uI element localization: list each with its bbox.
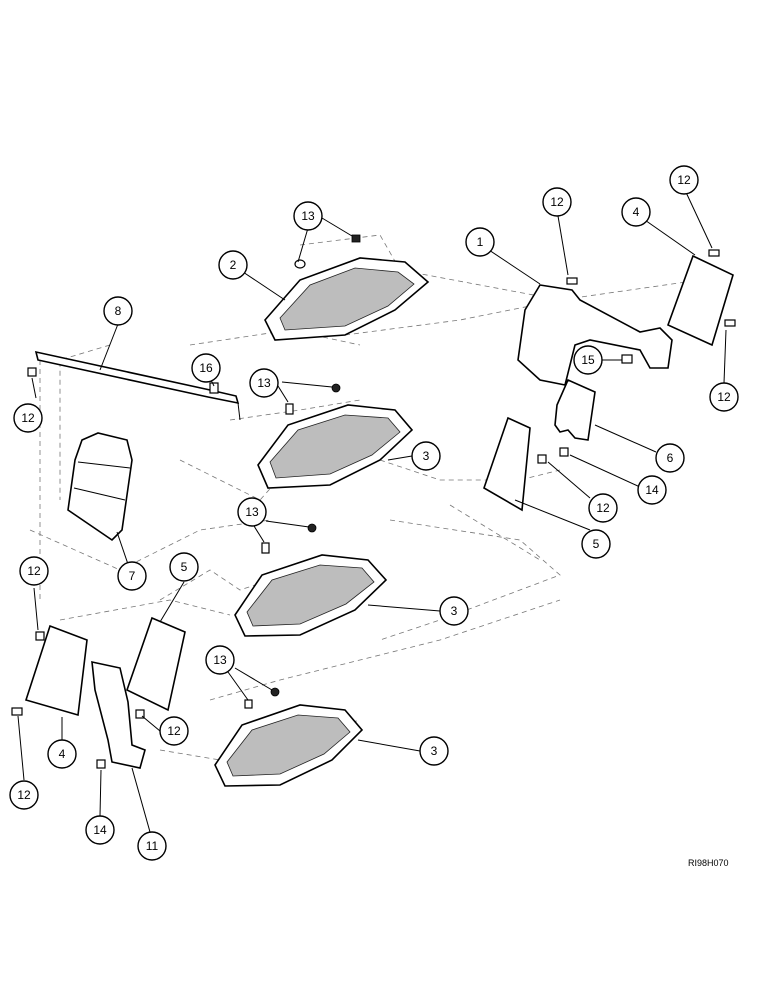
callout-13-d: 13 <box>205 645 235 675</box>
callout-3-c: 3 <box>419 736 449 766</box>
callout-12-b: 12 <box>669 165 699 195</box>
svg-text:15: 15 <box>581 353 595 367</box>
svg-text:13: 13 <box>213 653 227 667</box>
callout-13-b: 13 <box>249 368 279 398</box>
callout-15: 15 <box>573 345 603 375</box>
callout-7: 7 <box>117 561 147 591</box>
svg-text:3: 3 <box>451 604 458 618</box>
callout-12-a: 12 <box>542 187 572 217</box>
callout-2: 2 <box>218 250 248 280</box>
svg-text:14: 14 <box>93 823 107 837</box>
svg-text:6: 6 <box>667 451 674 465</box>
callout-4-a: 4 <box>621 197 651 227</box>
callout-8: 8 <box>103 296 133 326</box>
svg-text:3: 3 <box>431 744 438 758</box>
svg-text:2: 2 <box>230 258 237 272</box>
callout-14-a: 14 <box>637 475 667 505</box>
callout-5-b: 5 <box>169 552 199 582</box>
callout-13-c: 13 <box>237 497 267 527</box>
callout-5-a: 5 <box>581 529 611 559</box>
callout-4-b: 4 <box>47 739 77 769</box>
svg-text:11: 11 <box>146 839 159 853</box>
svg-text:13: 13 <box>301 209 315 223</box>
step-tread-part-3-b <box>234 554 388 637</box>
callout-12-c: 12 <box>709 382 739 412</box>
callout-12-g: 12 <box>159 716 189 746</box>
svg-text:13: 13 <box>257 376 271 390</box>
svg-text:8: 8 <box>115 304 122 318</box>
plate-part-5-left <box>126 616 186 712</box>
callout-12-h: 12 <box>9 780 39 810</box>
leader-lines <box>17 187 727 833</box>
svg-text:12: 12 <box>167 724 181 738</box>
svg-text:12: 12 <box>677 173 691 187</box>
svg-text:3: 3 <box>423 449 430 463</box>
callout-12-f: 12 <box>19 556 49 586</box>
svg-text:4: 4 <box>633 205 640 219</box>
bracket-part-1 <box>517 284 673 386</box>
callout-1: 1 <box>465 227 495 257</box>
svg-text:5: 5 <box>181 560 188 574</box>
fasteners <box>11 234 736 769</box>
drawing-reference-code: RI98H070 <box>688 858 729 868</box>
callout-11: 11 <box>137 831 167 861</box>
svg-text:4: 4 <box>59 747 66 761</box>
plate-part-4-right <box>666 254 734 347</box>
callout-13-a: 13 <box>293 201 323 231</box>
callout-14-b: 14 <box>85 815 115 845</box>
step-tread-part-3-c <box>214 704 364 787</box>
callout-6: 6 <box>655 443 685 473</box>
svg-text:5: 5 <box>593 537 600 551</box>
plate-part-4-left <box>24 624 88 717</box>
svg-text:12: 12 <box>596 501 610 515</box>
svg-text:12: 12 <box>717 390 731 404</box>
svg-text:1: 1 <box>477 235 484 249</box>
step-tread-part-2 <box>264 257 430 341</box>
step-tread-part-3-a <box>257 404 414 489</box>
svg-text:16: 16 <box>199 361 213 375</box>
svg-text:7: 7 <box>129 569 136 583</box>
callout-12-d: 12 <box>588 493 618 523</box>
bracket-part-11 <box>91 660 146 769</box>
callout-3-a: 3 <box>411 441 441 471</box>
svg-text:14: 14 <box>645 483 659 497</box>
svg-text:12: 12 <box>21 411 35 425</box>
bracket-part-6 <box>554 378 596 441</box>
plate-part-5-right <box>483 416 531 512</box>
svg-text:13: 13 <box>245 505 259 519</box>
svg-text:12: 12 <box>550 195 564 209</box>
svg-text:12: 12 <box>27 564 41 578</box>
callout-16: 16 <box>191 353 221 383</box>
callout-12-e: 12 <box>13 403 43 433</box>
callout-3-b: 3 <box>439 596 469 626</box>
svg-text:12: 12 <box>17 788 31 802</box>
bracket-part-7 <box>67 432 133 542</box>
